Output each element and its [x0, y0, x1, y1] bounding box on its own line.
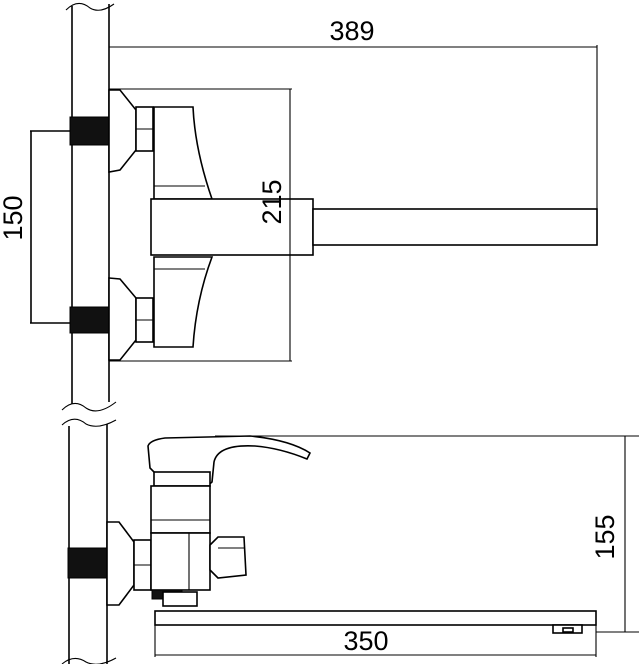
side-body-lower — [150, 532, 211, 591]
mixer-body — [150, 198, 314, 256]
lower-flange — [108, 277, 137, 361]
dimension-label-350: 350 — [343, 626, 388, 656]
dimension-389: 389 — [109, 16, 598, 245]
dimension-155: 155 — [215, 435, 639, 633]
dimension-150: 150 — [0, 130, 70, 324]
dimension-350: 350 — [154, 625, 597, 657]
upper-thread — [69, 116, 111, 146]
wall-pipe-upper — [61, 2, 117, 412]
cartridge — [153, 471, 211, 487]
spout-side — [154, 610, 597, 626]
side-body-upper — [150, 485, 211, 534]
spout-front — [312, 208, 598, 246]
dimension-215: 215 — [109, 88, 292, 362]
front-view: 389 215 150 — [0, 2, 598, 412]
lower-thread — [69, 306, 111, 334]
side-view: 155 350 — [61, 418, 639, 664]
upper-body — [153, 106, 214, 200]
side-flange — [106, 521, 135, 606]
dimension-label-215: 215 — [257, 179, 287, 224]
dimension-label-150: 150 — [0, 195, 28, 240]
upper-flange — [108, 89, 137, 173]
diverter-knob — [209, 536, 247, 579]
spout-nut — [162, 591, 198, 607]
side-thread — [67, 547, 109, 579]
dimension-label-389: 389 — [329, 16, 374, 46]
lower-body — [153, 256, 214, 348]
dimension-label-155: 155 — [590, 514, 620, 559]
